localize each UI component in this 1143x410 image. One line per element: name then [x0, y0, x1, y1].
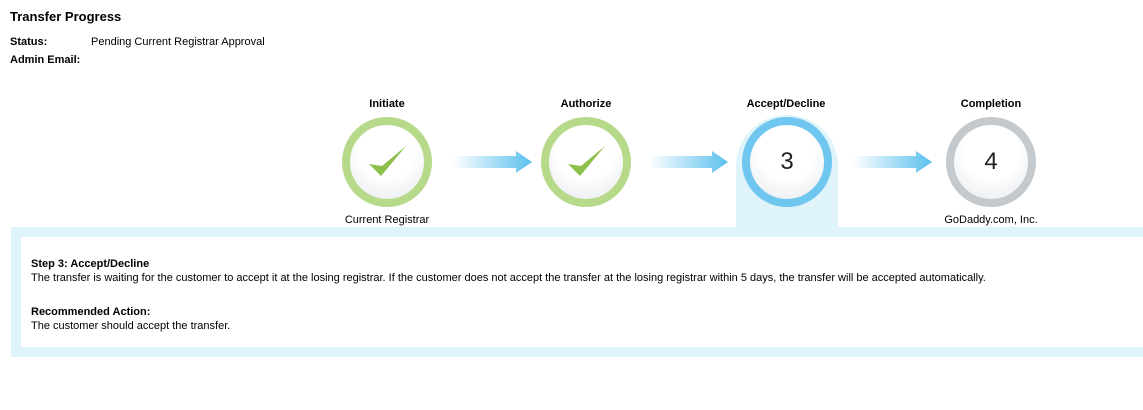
admin-email-label: Admin Email: [10, 54, 81, 66]
checkmark-icon [369, 146, 406, 176]
step-4-number: 4 [984, 148, 998, 175]
step-detail-content: Step 3: Accept/Decline The transfer is w… [21, 237, 1143, 347]
checkmark-icon [568, 146, 605, 176]
status-row: Status: Pending Current Registrar Approva… [10, 36, 265, 48]
step-3-number: 3 [780, 148, 794, 175]
recommended-action-text: The customer should accept the transfer. [31, 320, 231, 332]
status-value: Pending Current Registrar Approval [91, 36, 265, 48]
step-4-sublabel: GoDaddy.com, Inc. [944, 214, 1038, 226]
status-label: Status: [10, 36, 48, 48]
admin-email-row: Admin Email: [10, 54, 91, 66]
step-1-label: Initiate [369, 98, 405, 110]
step-detail-panel: Step 3: Accept/Decline The transfer is w… [11, 227, 1143, 357]
step-3-circle: 3 [742, 117, 832, 207]
recommended-action-heading: Recommended Action: [31, 306, 151, 318]
arrow-right-icon [452, 151, 532, 173]
arrow-right-icon [648, 151, 728, 173]
step-description: The transfer is waiting for the customer… [31, 272, 986, 284]
page-title: Transfer Progress [10, 9, 122, 24]
step-4-label: Completion [960, 98, 1022, 110]
step-4-circle: 4 [946, 117, 1036, 207]
arrow-right-icon [852, 151, 932, 173]
step-heading: Step 3: Accept/Decline [31, 258, 150, 270]
step-1-circle [342, 117, 432, 207]
step-2-circle [541, 117, 631, 207]
step-2-label: Authorize [560, 98, 612, 110]
step-1-sublabel: Current Registrar [344, 214, 430, 226]
step-3-label: Accept/Decline [746, 98, 826, 110]
